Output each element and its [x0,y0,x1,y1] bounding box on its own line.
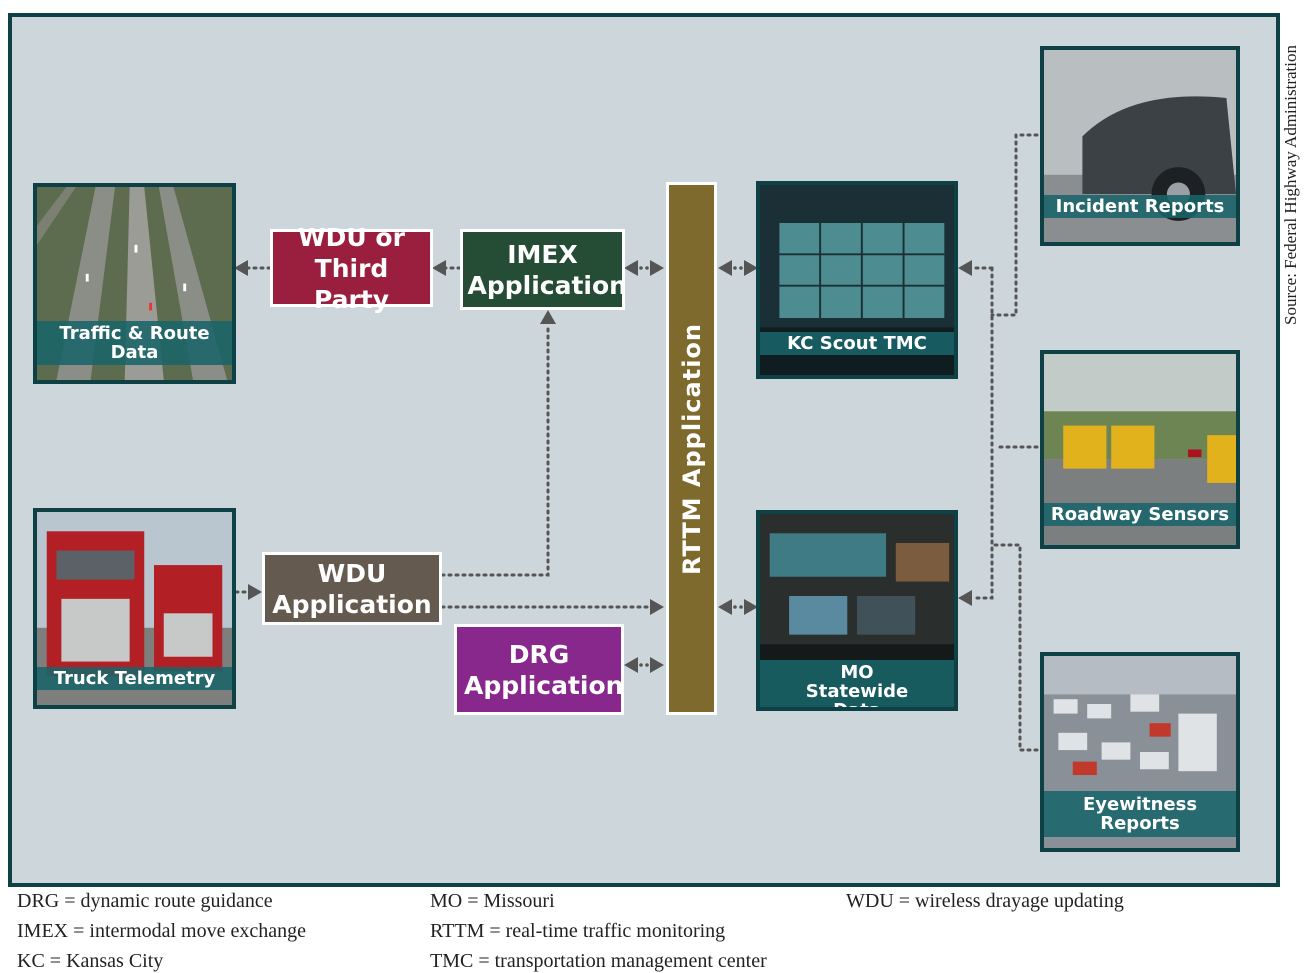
arrow-imex-up [540,310,556,324]
abbr-kc: KC = Kansas City [17,950,164,972]
truck-telemetry-photo: Truck Telemetry [33,508,236,709]
rttm-label: RTTM Application [677,322,706,575]
link-bus-kcscout [973,266,994,600]
arrow-truck-wdu [248,584,262,600]
traffic-route-label: Traffic & Route Data [37,321,232,365]
abbr-wdu: WDU = wireless drayage updating [846,890,1124,912]
truck-image [37,512,232,705]
kc-scout-photo: KC Scout TMC [756,181,958,379]
imex-label: IMEX Application [467,239,627,300]
incident-label: Incident Reports [1044,195,1236,218]
abbr-rttm: RTTM = real-time traffic monitoring [430,920,726,942]
abbr-tmc: TMC = transportation management center [430,950,767,972]
arrow-mo-in [958,590,972,606]
wdu-label: WDU Application [272,558,432,619]
imex-box: IMEX Application [460,229,627,310]
link-eyewitness-bus [990,543,1046,752]
abbr-imex: IMEX = intermodal move exchange [17,920,306,942]
kc-scout-label: KC Scout TMC [760,332,954,355]
eyewitness-photo: Eyewitness Reports [1040,652,1240,852]
incident-photo: Incident Reports [1040,46,1240,246]
arrow-thirdparty [432,260,446,276]
drg-label: DRG Application [464,639,624,700]
sensors-label: Roadway Sensors [1044,503,1236,526]
abbr-drg: DRG = dynamic route guidance [17,890,273,912]
wdu-third-party-box: WDU or Third Party [270,223,433,314]
source-credit: Source: Federal Highway Administration [1281,45,1300,325]
traffic-route-photo: Traffic & Route Data [33,183,236,384]
abbr-mo: MO = Missouri [430,890,555,912]
rttm-box: RTTM Application [666,182,717,715]
arrow-wdu-rttm [650,599,664,615]
arrow-traffic [234,260,248,276]
truck-telemetry-label: Truck Telemetry [37,667,232,690]
drg-box: DRG Application [454,624,624,715]
mo-statewide-label: MO Statewide Data [760,660,954,707]
link-wdu-imex [440,322,550,577]
sensors-photo: Roadway Sensors [1040,350,1240,549]
mo-statewide-photo: MO Statewide Data [756,510,958,711]
arrow-kcscout-in [958,260,972,276]
wdu-box: WDU Application [262,552,442,625]
eyewitness-label: Eyewitness Reports [1044,791,1236,837]
wdu-third-party-label: WDU or Third Party [298,222,405,314]
link-incident-bus [990,133,1046,317]
